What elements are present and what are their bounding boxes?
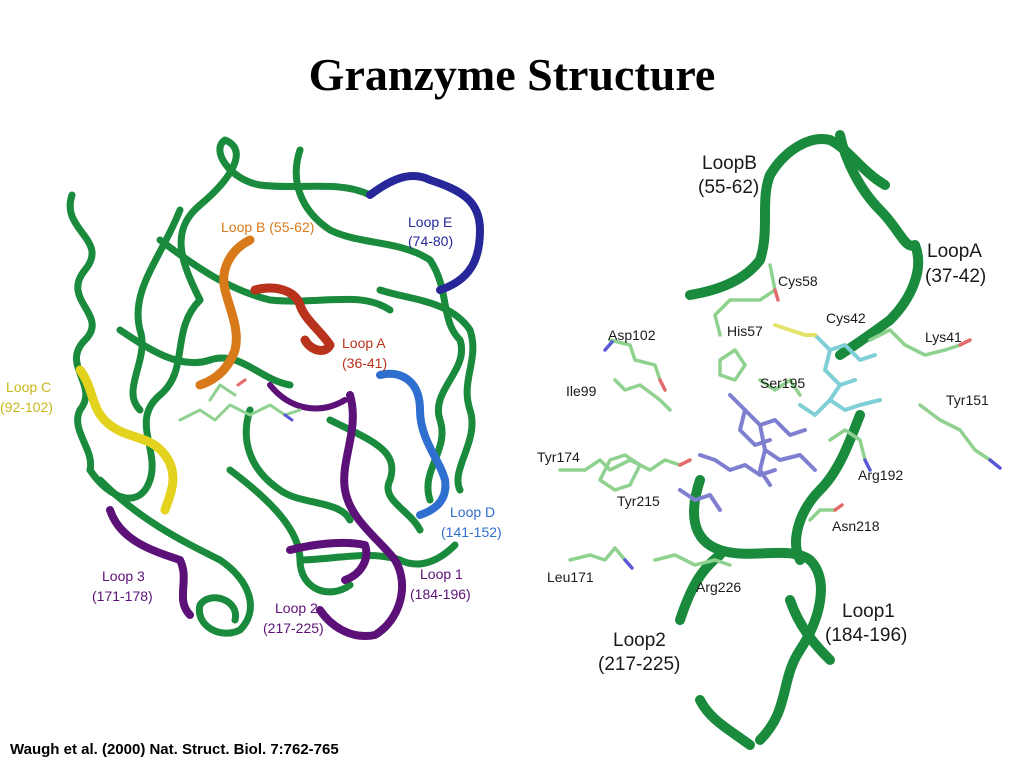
left-loop-3-range: (171-178) bbox=[92, 588, 153, 604]
left-loop-a-label: Loop A bbox=[342, 335, 386, 351]
left-loop-c-range: (92-102) bbox=[0, 399, 53, 415]
right-loop-1-range: (184-196) bbox=[825, 625, 907, 646]
residue-tyr151: Tyr151 bbox=[946, 392, 989, 408]
right-loop-b-label: LoopB bbox=[702, 153, 757, 174]
right-loop-2-label: Loop2 bbox=[613, 630, 666, 651]
active-site-backbone bbox=[675, 130, 924, 750]
loop-1-ribbon bbox=[316, 391, 407, 640]
loop-c-ribbon bbox=[75, 365, 178, 515]
left-loop-2-label: Loop 2 bbox=[275, 600, 318, 616]
residue-asn218: Asn218 bbox=[832, 518, 880, 534]
residue-ile99: Ile99 bbox=[566, 383, 597, 399]
residue-arg192: Arg192 bbox=[858, 467, 903, 483]
ligand-blue bbox=[678, 393, 817, 512]
side-chains bbox=[558, 263, 992, 567]
residue-asp102: Asp102 bbox=[608, 327, 656, 343]
loop-purple-upper bbox=[267, 382, 348, 412]
left-loop-c-label: Loop C bbox=[6, 379, 51, 395]
loop-2-ribbon bbox=[286, 538, 371, 584]
right-loop-a-label: LoopA bbox=[927, 241, 982, 262]
residue-ser195: Ser195 bbox=[760, 375, 805, 391]
citation-text: Waugh et al. (2000) Nat. Struct. Biol. 7… bbox=[10, 741, 339, 758]
left-loop-d-range: (141-152) bbox=[441, 524, 502, 540]
left-loop-3-label: Loop 3 bbox=[102, 568, 145, 584]
residue-tyr174: Tyr174 bbox=[537, 449, 580, 465]
active-site-sticks bbox=[178, 378, 302, 422]
loop-a-ribbon bbox=[250, 283, 335, 355]
left-loop-a-range: (36-41) bbox=[342, 355, 387, 371]
left-loop-2-range: (217-225) bbox=[263, 620, 324, 636]
heteroatoms bbox=[603, 288, 1002, 570]
left-loop-b-label: Loop B (55-62) bbox=[221, 219, 314, 235]
loop-e-ribbon bbox=[366, 172, 484, 294]
right-loop-1-label: Loop1 bbox=[842, 601, 895, 622]
residue-leu171: Leu171 bbox=[547, 569, 594, 585]
disulfide-bond bbox=[773, 323, 817, 337]
left-loop-1-range: (184-196) bbox=[410, 586, 471, 602]
right-loop-2-range: (217-225) bbox=[598, 654, 680, 675]
loop-b-ribbon bbox=[195, 235, 255, 390]
right-loop-a-range: (37-42) bbox=[925, 266, 986, 287]
residue-cys58: Cys58 bbox=[778, 273, 818, 289]
left-loop-d-label: Loop D bbox=[450, 504, 495, 520]
residue-lys41: Lys41 bbox=[925, 329, 962, 345]
loop-d-ribbon bbox=[376, 369, 450, 519]
backbone-ribbon bbox=[66, 136, 477, 637]
right-loop-b-range: (55-62) bbox=[698, 177, 759, 198]
residue-cys42: Cys42 bbox=[826, 310, 866, 326]
left-loop-e-range: (74-80) bbox=[408, 233, 453, 249]
slide-title: Granzyme Structure bbox=[308, 49, 716, 100]
residue-tyr215: Tyr215 bbox=[617, 493, 660, 509]
loop-3-ribbon bbox=[106, 506, 194, 619]
residue-arg226: Arg226 bbox=[696, 579, 741, 595]
residue-his57: His57 bbox=[727, 323, 763, 339]
ligand-cyan bbox=[798, 333, 882, 417]
left-loop-1-label: Loop 1 bbox=[420, 566, 463, 582]
left-loop-e-label: Loop E bbox=[408, 214, 452, 230]
